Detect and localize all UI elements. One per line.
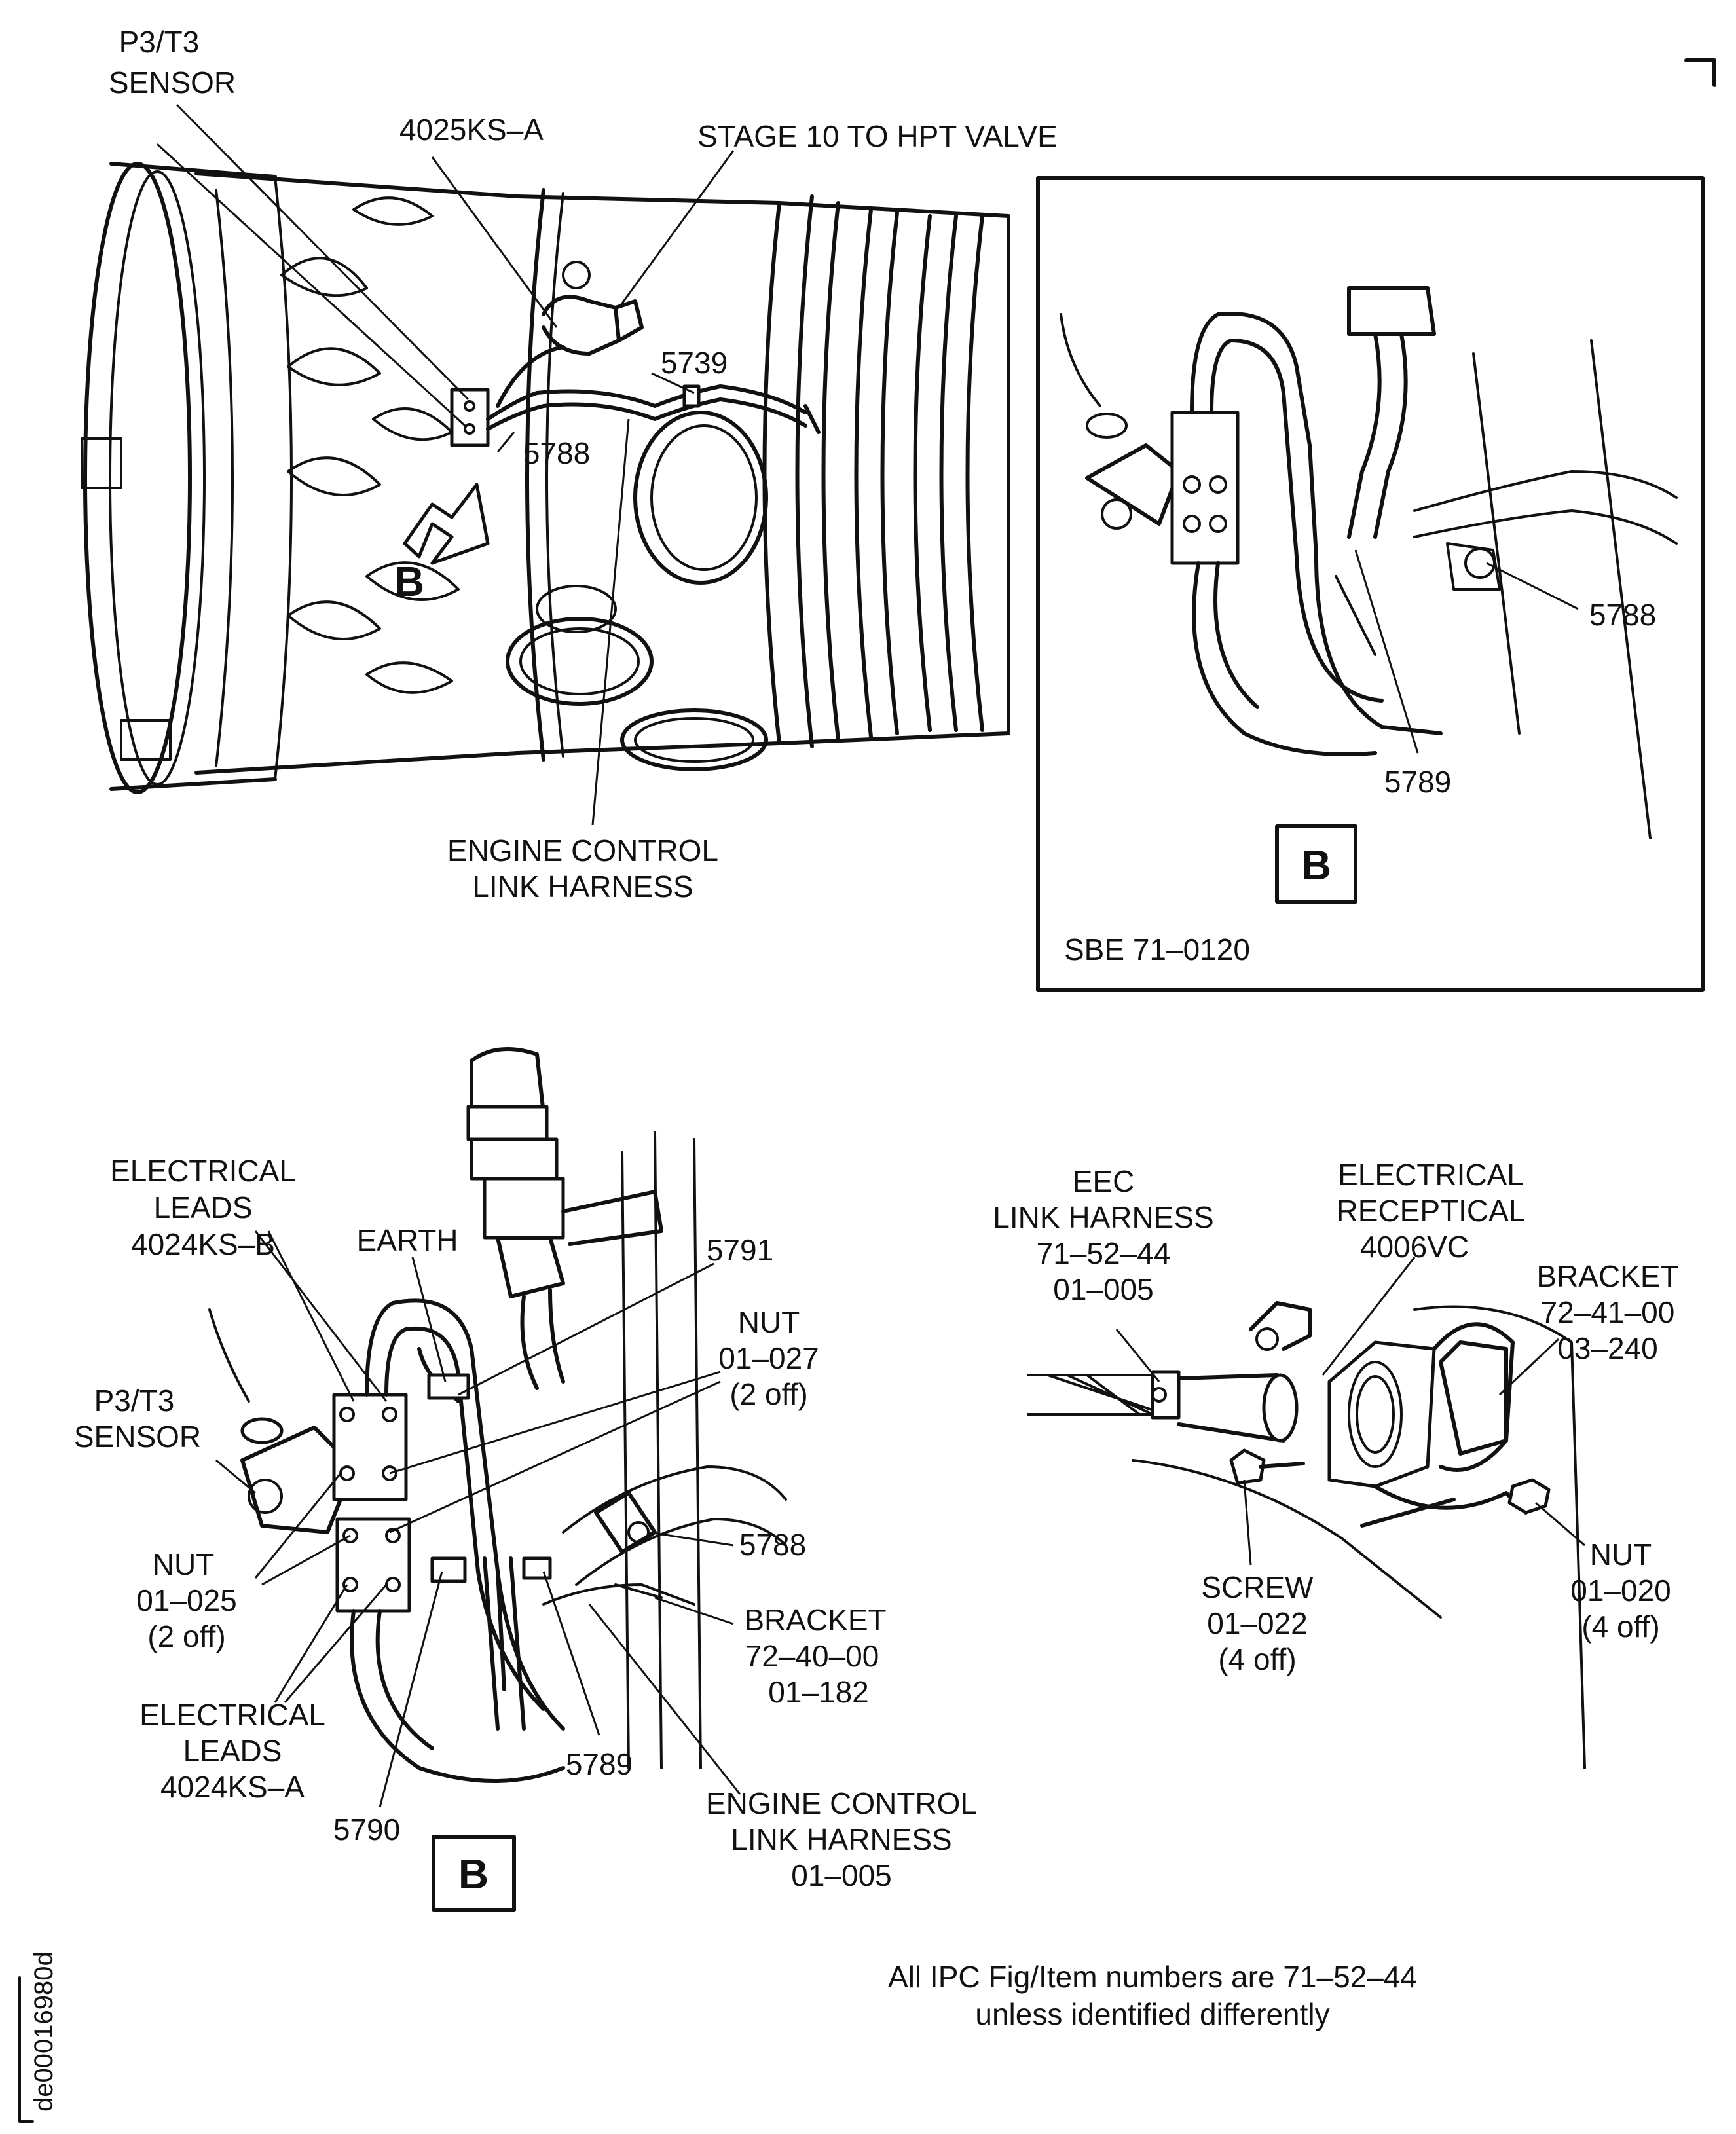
- bracket-240-label-1: BRACKET: [1536, 1259, 1678, 1293]
- harness-label-1: ENGINE CONTROL: [447, 834, 718, 868]
- p3t3-detail-label-2: SENSOR: [74, 1420, 201, 1454]
- inset-labels: 5788 5789 B SBE 71–0120: [1064, 598, 1656, 966]
- p3t3-detail-label-1: P3/T3: [94, 1384, 175, 1418]
- engine-casing-drawing: [81, 162, 1010, 794]
- earth-label: EARTH: [356, 1223, 458, 1257]
- inset-view-b-box: [1275, 824, 1357, 904]
- nut-025-label-3: (2 off): [147, 1619, 225, 1653]
- receptical-label-1: ELECTRICAL: [1338, 1158, 1524, 1192]
- nut-020-label-1: NUT: [1590, 1537, 1652, 1572]
- nut-027-label-1: NUT: [738, 1305, 800, 1339]
- detail-harness-label-2: LINK HARNESS: [731, 1822, 951, 1856]
- detail-item-5789-label: 5789: [566, 1747, 633, 1781]
- receptacle-labels: EEC LINK HARNESS 71–52–44 01–005 ELECTRI…: [993, 1158, 1678, 1676]
- inset-panel: [1036, 176, 1705, 992]
- leads-b-label-2: LEADS: [154, 1190, 253, 1224]
- receptacle-leaders: [1115, 1257, 1585, 1566]
- bracket-182-label-3: 01–182: [768, 1675, 869, 1709]
- eec-harness-label-3: 71–52–44: [1037, 1236, 1171, 1270]
- footnote: All IPC Fig/Item numbers are 71–52–44 un…: [888, 1960, 1417, 2031]
- leads-a-label-1: ELECTRICAL: [139, 1698, 325, 1732]
- top-view-labels: P3/T3 SENSOR 4025KS–A STAGE 10 TO HPT VA…: [109, 25, 1058, 904]
- leads-b-label-1: ELECTRICAL: [110, 1154, 296, 1188]
- detail-b-drawing: [208, 1047, 787, 1783]
- bracket-240-label-2: 72–41–00: [1541, 1295, 1675, 1329]
- detail-b-leaders: [215, 1230, 741, 1808]
- drawing-id-mark: de00016980d: [18, 1951, 58, 2123]
- drawing-id-label: de00016980d: [29, 1951, 58, 2112]
- nut-027-label-2: 01–027: [718, 1341, 819, 1375]
- detail-view-b-box: [432, 1835, 516, 1912]
- nut-020-label-2: 01–020: [1570, 1573, 1671, 1608]
- bracket-182-label-2: 72–40–00: [745, 1639, 879, 1673]
- harness-label-2: LINK HARNESS: [472, 870, 693, 904]
- p3t3-sensor-label-1: P3/T3: [119, 25, 200, 59]
- leads-b-label-3: 4024KS–B: [131, 1227, 275, 1261]
- footnote-line-1: All IPC Fig/Item numbers are 71–52–44: [888, 1960, 1417, 1994]
- detail-view-b-label: B: [458, 1850, 489, 1898]
- eec-harness-label-4: 01–005: [1053, 1272, 1154, 1306]
- detail-harness-label-3: 01–005: [791, 1858, 892, 1892]
- inset-item-5789-label: 5789: [1384, 765, 1451, 799]
- view-b-label: B: [394, 558, 424, 605]
- bracket-240-label-3: 03–240: [1557, 1331, 1658, 1365]
- detail-b-labels: ELECTRICAL LEADS 4024KS–B EARTH 5791 NUT…: [74, 1154, 977, 1912]
- detail-harness-label-1: ENGINE CONTROL: [706, 1786, 977, 1820]
- detail-item-5788-label: 5788: [739, 1528, 806, 1562]
- stage-10-label: STAGE 10 TO HPT VALVE: [697, 119, 1058, 153]
- eec-harness-label-1: EEC: [1073, 1164, 1135, 1198]
- item-5791-label: 5791: [707, 1233, 773, 1267]
- top-view-leaders: [156, 103, 735, 826]
- receptacle-drawing: [1027, 1301, 1586, 1769]
- footnote-line-2: unless identified differently: [975, 1997, 1329, 2031]
- leads-a-label-2: LEADS: [183, 1734, 282, 1768]
- nut-027-label-3: (2 off): [729, 1377, 807, 1411]
- sbe-reference-label: SBE 71–0120: [1064, 932, 1250, 966]
- inset-frame: [1036, 176, 1705, 992]
- corner-crop-mark: [1684, 58, 1716, 87]
- bracket-182-label-1: BRACKET: [744, 1603, 886, 1637]
- inset-view-b-label: B: [1301, 841, 1331, 889]
- leads-a-label-3: 4024KS–A: [160, 1770, 305, 1804]
- p3t3-sensor-label-2: SENSOR: [109, 65, 236, 100]
- item-5788-label: 5788: [523, 436, 590, 470]
- receptical-label-2: RECEPTICAL: [1337, 1194, 1526, 1228]
- part-4025ks-label: 4025KS–A: [399, 113, 544, 147]
- eec-harness-label-2: LINK HARNESS: [993, 1200, 1213, 1234]
- screw-label-2: 01–022: [1207, 1606, 1308, 1640]
- nut-025-label-1: NUT: [153, 1547, 215, 1581]
- receptical-label-3: 4006VC: [1360, 1230, 1469, 1264]
- nut-020-label-3: (4 off): [1581, 1610, 1659, 1644]
- inset-leaders: [1354, 549, 1579, 754]
- screw-label-1: SCREW: [1201, 1570, 1314, 1604]
- item-5790-label: 5790: [333, 1812, 400, 1847]
- screw-label-3: (4 off): [1218, 1642, 1296, 1676]
- inset-item-5788-label: 5788: [1589, 598, 1656, 632]
- nut-025-label-2: 01–025: [136, 1583, 237, 1617]
- item-5739-label: 5739: [661, 346, 728, 380]
